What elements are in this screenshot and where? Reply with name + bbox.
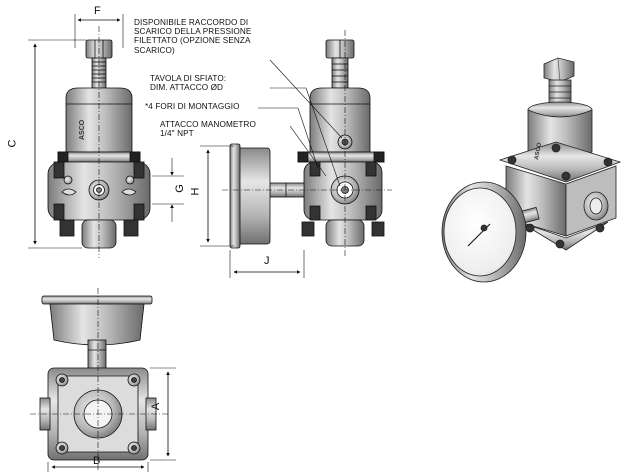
dimension-lines-side: [200, 30, 392, 278]
annotation-vent: TAVOLA DI SFIATO: DIM. ATTACCO ØD: [150, 74, 227, 93]
dimension-label-c: C: [6, 139, 19, 148]
dimension-label-j: J: [264, 255, 270, 267]
dimension-lines-front: [28, 14, 184, 258]
dimension-label-h: H: [189, 187, 202, 196]
annotation-drain-option: DISPONIBILE RACCORDO DI SCARICO DELLA PR…: [134, 18, 252, 55]
annotation-gauge-port: ATTACCO MANOMETRO 1/4" NPT: [160, 120, 257, 139]
brand-mark-front: ASCO: [79, 119, 86, 140]
brand-mark-isometric: ASCO: [534, 142, 543, 160]
product-isometric-view: [441, 57, 622, 283]
plan-view: [39, 295, 157, 461]
dimension-lines-plan: [30, 288, 176, 472]
dimension-label-a: A: [150, 402, 163, 411]
annotation-mounting-holes: *4 FORI DI MONTAGGIO: [145, 102, 240, 111]
dimension-label-b: B: [93, 455, 101, 467]
leader-lines: [258, 59, 343, 187]
side-view: [229, 39, 385, 249]
dimension-label-g: G: [173, 184, 186, 193]
dimension-label-f: F: [94, 5, 101, 17]
